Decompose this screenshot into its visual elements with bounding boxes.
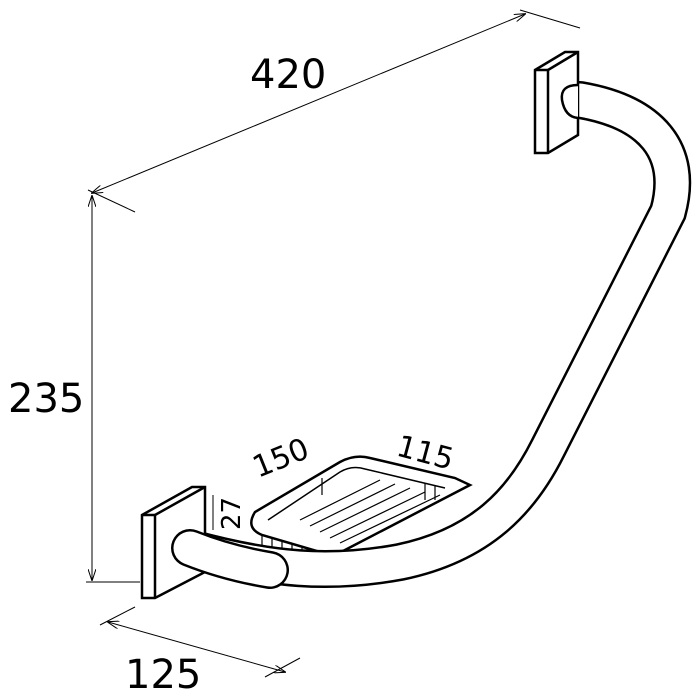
dimension-label-basket-height: 27 xyxy=(217,497,247,530)
dimension-label-height: 235 xyxy=(8,376,84,422)
dimension-label-depth: 125 xyxy=(125,652,201,698)
dimension-235 xyxy=(86,196,140,583)
dimension-label-width: 420 xyxy=(250,52,326,98)
grab-bar-tube xyxy=(171,81,692,589)
dimension-label-basket-length: 150 xyxy=(248,432,314,486)
dimension-125 xyxy=(99,606,301,678)
dimension-420 xyxy=(87,9,581,213)
top-wall-plate xyxy=(533,50,580,155)
grab-bar-tube-end xyxy=(171,529,289,589)
